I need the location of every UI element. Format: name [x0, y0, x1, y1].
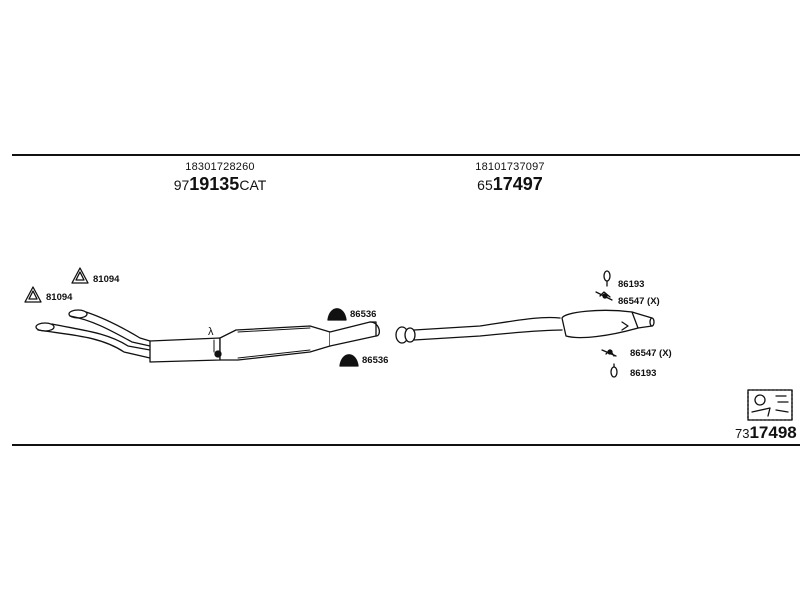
catalytic-converter-part-number[interactable]: 9719135CAT	[150, 175, 290, 194]
clamp-icon[interactable]	[327, 308, 347, 321]
clamp-icon[interactable]	[339, 354, 359, 367]
rear-silencer-header: 18101737097 6517497	[440, 161, 580, 194]
rubber-mount-icon[interactable]	[601, 349, 617, 357]
part-number-main: 17498	[749, 423, 797, 442]
gasket-icon[interactable]	[71, 267, 89, 284]
hanger-label: 86193	[618, 279, 645, 290]
rear-silencer-part-number[interactable]: 6517497	[440, 175, 580, 194]
catalytic-converter-header: 18301728260 9719135CAT	[150, 161, 290, 194]
part-number-main: 19135	[189, 174, 240, 194]
intermediate-pipe[interactable]	[395, 316, 563, 344]
hanger-icon[interactable]	[603, 270, 611, 287]
top-divider	[12, 154, 800, 156]
rear-silencer[interactable]	[561, 309, 655, 339]
catalytic-converter[interactable]	[214, 321, 381, 361]
rubber-mount-label: 86547 (X)	[618, 296, 660, 307]
hanger-icon[interactable]	[610, 363, 618, 378]
gasket-label: 81094	[46, 292, 73, 303]
gasket-label: 81094	[93, 274, 120, 285]
parts-kit-icon[interactable]	[747, 389, 793, 421]
clamp-label: 86536	[362, 355, 389, 366]
gasket-icon[interactable]	[24, 286, 42, 303]
part-number-prefix: 73	[735, 426, 750, 441]
part-number-suffix: CAT	[239, 177, 267, 193]
rubber-mount-label: 86547 (X)	[630, 348, 672, 359]
part-number-main: 17497	[492, 174, 543, 194]
part-number-prefix: 97	[173, 177, 190, 193]
catalytic-converter-oe-number: 18301728260	[185, 161, 255, 173]
bottom-divider	[12, 444, 800, 446]
part-number-prefix: 65	[477, 177, 493, 193]
rubber-mount-icon[interactable]	[595, 291, 613, 301]
kit-part-number[interactable]: 7317498	[735, 424, 797, 442]
clamp-label: 86536	[350, 309, 377, 320]
hanger-label: 86193	[630, 368, 657, 379]
lambda-sensor-label: λ	[208, 326, 214, 338]
rear-silencer-oe-number: 18101737097	[475, 161, 545, 173]
front-downpipe[interactable]	[35, 309, 221, 363]
